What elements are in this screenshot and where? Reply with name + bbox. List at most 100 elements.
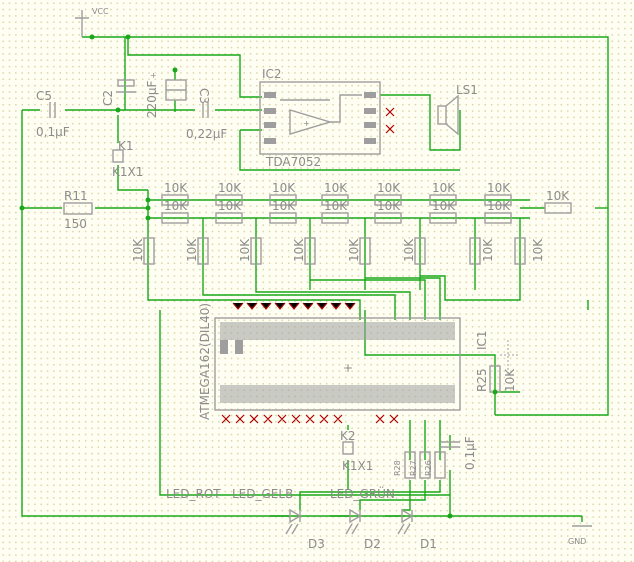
ladder-4-bottom-value: 10K [324, 199, 348, 213]
ic1-microcontroller[interactable]: ATMEGA162(DIL40) IC1 + [198, 302, 489, 424]
ls1-label: LS1 [456, 83, 478, 97]
ladder-resistor-end[interactable]: 10K [544, 189, 572, 214]
divider-resistor-5[interactable]: 10K [347, 237, 371, 265]
led-d2[interactable]: D2 [345, 508, 381, 551]
led-rot-label: LED_ROT [166, 487, 221, 501]
r26-label: R26 [424, 460, 433, 476]
gnd-symbol[interactable]: GND [568, 525, 592, 546]
ladder-1-bottom-value: 10K [164, 199, 188, 213]
divider-7-value: 10K [481, 238, 495, 262]
ladder-3-bottom-value: 10K [272, 199, 296, 213]
led-resistors[interactable]: R28 R27 R26 [393, 451, 446, 479]
ladder-5-top-value: 10K [377, 181, 401, 195]
ladder-2-top-value: 10K [218, 181, 242, 195]
divider-resistor-2[interactable]: 10K [185, 237, 209, 265]
d1-label: D1 [420, 537, 437, 551]
ic2-amplifier[interactable]: + IC2 TDA7052 [259, 67, 395, 169]
junction-dots [19, 34, 498, 519]
divider-resistor-3[interactable]: 10K [238, 237, 262, 265]
vcc-rail-wire [82, 36, 609, 416]
divider-5-value: 10K [347, 238, 361, 262]
ladder-rails [147, 190, 545, 290]
ic1-origin-mark: + [343, 361, 353, 375]
divider-resistors[interactable]: 10K 10K 10K 10K 10K 10K 10K 10K [131, 237, 545, 265]
ladder-to-ic1-bus [147, 275, 521, 320]
ic1-label: IC1 [475, 330, 489, 350]
ic1-decoupling-capacitor[interactable]: 0,1µF [440, 436, 477, 470]
k2-connector[interactable]: K2 K1X1 [340, 429, 373, 473]
led-d1[interactable]: D1 [397, 508, 437, 551]
ladder-2-bottom-value: 10K [218, 199, 242, 213]
c5-value: 0,1µF [36, 125, 70, 139]
divider-resistor-7[interactable]: 10K [469, 237, 495, 265]
k1-label: K1 [118, 139, 134, 153]
ladder-resistor-3[interactable]: 10K 10K [269, 181, 297, 224]
r11-value: 150 [64, 217, 87, 231]
k2-label: K2 [340, 429, 356, 443]
ladder-4-top-value: 10K [324, 181, 348, 195]
led-d3[interactable]: D3 [285, 508, 325, 551]
c5-capacitor[interactable]: C5 0,1µF [36, 89, 70, 139]
ls1-speaker[interactable]: LS1 [437, 83, 478, 136]
divider-6-value: 10K [402, 238, 416, 262]
divider-verticals [202, 218, 521, 290]
ladder-resistor-4[interactable]: 10K 10K [321, 181, 349, 224]
r25-resistor[interactable]: R25 10K [475, 340, 520, 393]
vcc-symbol[interactable]: VCC [75, 7, 109, 37]
led-gruen-label: LED_GRÜN [330, 485, 395, 501]
r11-resistor[interactable]: R11 150 [63, 189, 93, 231]
ic1-cap-value: 0,1µF [463, 436, 477, 470]
led-feed-wires [299, 480, 441, 511]
k1-connector[interactable]: K1 K1X1 [112, 139, 143, 179]
c3-capacitor[interactable]: C3 0,22µF [165, 79, 227, 141]
vcc-label: VCC [92, 7, 109, 16]
left-ground-rail [21, 110, 582, 517]
divider-4-value: 10K [292, 238, 306, 262]
no-connect-top-icons [232, 302, 356, 310]
ic2-label: IC2 [262, 67, 282, 81]
d3-label: D3 [308, 537, 325, 551]
ladder-6-bottom-value: 10K [432, 199, 456, 213]
ladder-7-bottom-value: 10K [487, 199, 511, 213]
ladder-resistor-5[interactable]: 10K 10K [374, 181, 402, 224]
r26-body [434, 451, 446, 479]
divider-3-value: 10K [238, 238, 252, 262]
tda7052-label: TDA7052 [265, 155, 321, 169]
gnd-label: GND [568, 537, 586, 546]
ladder-end-value: 10K [546, 189, 570, 203]
c5-label: C5 [36, 89, 52, 103]
ladder-1-top-value: 10K [164, 181, 188, 195]
opamp-plus-label: + [303, 119, 310, 128]
vcc-to-ic2-wire [127, 37, 262, 98]
r11-label: R11 [64, 189, 88, 203]
r27-body [419, 451, 431, 479]
resistor-ladder[interactable]: 10K 10K 10K 10K 10K 10K 10K 10K 10K 10K … [161, 181, 572, 224]
c2-capacitor[interactable]: C2 220µF + [101, 71, 159, 118]
divider-resistor-4[interactable]: 10K [292, 237, 316, 265]
divider-2-value: 10K [185, 238, 199, 262]
divider-resistor-1[interactable]: 10K [131, 237, 155, 265]
c3-value: 0,22µF [186, 127, 227, 141]
r25-label: R25 [475, 368, 489, 392]
ls1-wire [380, 94, 461, 151]
divider-1-value: 10K [131, 238, 145, 262]
ladder-resistor-6[interactable]: 10K 10K [429, 181, 457, 224]
ladder-resistor-1[interactable]: 10K 10K [161, 181, 189, 224]
ladder-5-bottom-value: 10K [377, 199, 401, 213]
divider-resistor-6[interactable]: 10K [402, 237, 426, 265]
ladder-resistor-7[interactable]: 10K 10K [484, 181, 512, 224]
r28-body [404, 451, 416, 479]
ladder-6-top-value: 10K [432, 181, 456, 195]
atmega-label: ATMEGA162(DIL40) [198, 303, 212, 420]
r27-label: R27 [409, 460, 418, 476]
led-resistor-wires [409, 420, 441, 460]
k1-wire [117, 115, 148, 191]
k1x1-label: K1X1 [112, 165, 143, 179]
d2-label: D2 [364, 537, 381, 551]
led-gelb-label: LED_GELB [232, 487, 293, 501]
c2-plus-label: + [150, 71, 157, 80]
divider-resistor-8[interactable]: 10K [514, 237, 545, 265]
ladder-resistor-2[interactable]: 10K 10K [215, 181, 243, 224]
r28-label: R28 [393, 460, 402, 476]
